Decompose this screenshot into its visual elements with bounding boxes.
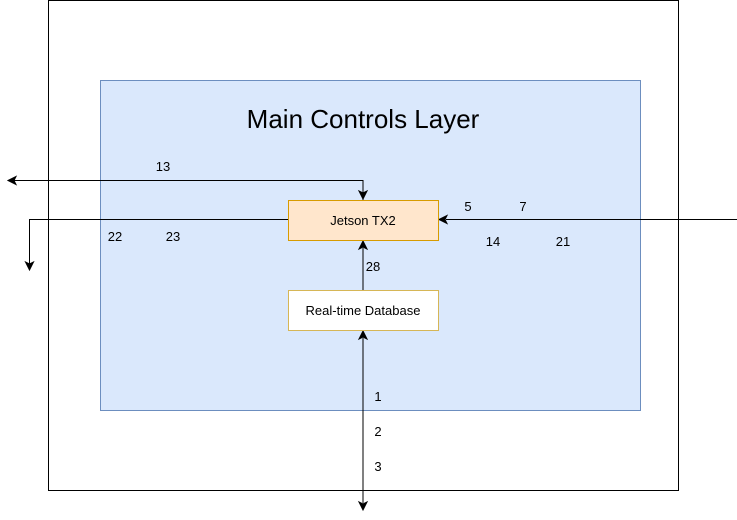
layer-title: Main Controls Layer — [247, 104, 480, 134]
edge-label-1: 1 — [374, 389, 381, 404]
edge-bottom-left-arrowhead — [24, 260, 35, 272]
edge-label-3: 3 — [374, 459, 381, 474]
edge-jetson-right-arrowhead — [437, 214, 449, 225]
edge-label-22: 22 — [108, 229, 122, 244]
edge-label-2: 2 — [374, 424, 381, 439]
edge-label-21: 21 — [556, 234, 570, 249]
edge-label-23: 23 — [166, 229, 180, 244]
edge-bottom-arrowhead-down — [357, 500, 369, 512]
database-node — [288, 290, 439, 331]
jetson-node-label: Jetson TX2 — [330, 213, 396, 228]
jetson-node — [288, 200, 439, 241]
main-controls-layer-region — [100, 80, 641, 411]
edge-label-13: 13 — [156, 159, 170, 174]
edge-label-7: 7 — [519, 199, 526, 214]
edge-left-arrowhead — [6, 175, 18, 186]
edge-database-bottom-arrowhead-up — [357, 329, 369, 341]
edge-database-jetson-arrowhead — [357, 239, 369, 251]
database-node-label: Real-time Database — [306, 303, 421, 318]
edge-jetson-top-arrowhead — [357, 189, 369, 201]
edge-label-5: 5 — [464, 199, 471, 214]
edge-label-28: 28 — [366, 259, 380, 274]
edge-jetson-to-bottom-left — [29, 219, 288, 264]
edge-label-14: 14 — [486, 234, 500, 249]
